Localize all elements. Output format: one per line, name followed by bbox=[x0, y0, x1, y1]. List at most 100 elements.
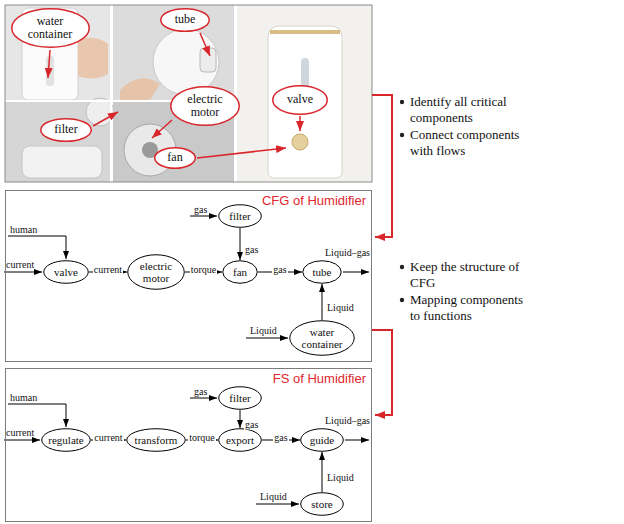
node-label: regulate bbox=[48, 434, 83, 446]
flow-label: Liquid bbox=[326, 472, 355, 483]
node-label: tube bbox=[313, 266, 332, 278]
node-label: guide bbox=[310, 434, 334, 446]
input-label-box: current bbox=[6, 259, 34, 270]
flow-label: gas bbox=[244, 244, 259, 255]
callout-label: valve bbox=[287, 93, 313, 106]
flow-arrow bbox=[240, 410, 241, 428]
callout-ellipse: tube bbox=[160, 8, 210, 32]
node-label: store bbox=[311, 498, 332, 510]
panel-title: CFG of Humidifier bbox=[6, 191, 371, 209]
input-label-box: human bbox=[10, 224, 37, 235]
input-label-box: human bbox=[10, 392, 37, 403]
node-label: transform bbox=[135, 434, 178, 446]
flow-label: gas bbox=[273, 432, 288, 443]
ellipse-border bbox=[41, 119, 92, 142]
component-ellipse: valve bbox=[43, 260, 89, 284]
bullet-text-box: Connect components with flows bbox=[410, 127, 531, 159]
function-ellipse: filter bbox=[218, 386, 262, 410]
node-label: filter bbox=[229, 392, 250, 404]
function-ellipse: guide bbox=[300, 428, 344, 452]
input-label: Liquid bbox=[260, 491, 287, 502]
callout-ellipse: valve bbox=[272, 85, 328, 115]
input-label: gas bbox=[194, 386, 207, 397]
bullet-text-box: Mapping components to functions bbox=[410, 292, 531, 324]
flow-label: Liquid bbox=[326, 302, 355, 313]
callout-label: electric motor bbox=[181, 93, 229, 119]
bullet-text-box: Keep the structure of CFG bbox=[410, 259, 531, 291]
callout-ellipse: water container bbox=[11, 8, 90, 48]
flow-label-box: gas bbox=[244, 239, 259, 257]
ellipse-border bbox=[303, 261, 342, 284]
ellipse-border bbox=[42, 429, 91, 452]
flow-label-box: torque bbox=[190, 259, 218, 277]
bullet-text: Identify all critical components bbox=[410, 94, 531, 126]
ellipse-border bbox=[219, 387, 262, 410]
ellipse-border bbox=[219, 429, 262, 452]
flow-label: gas bbox=[244, 419, 259, 430]
photo-panel-frame bbox=[5, 5, 372, 182]
flow-label: current bbox=[93, 264, 123, 275]
function-ellipse: export bbox=[218, 428, 262, 452]
flow-label-box: Liquid bbox=[326, 467, 355, 485]
flow-label-box: Liquid bbox=[326, 297, 355, 315]
input-label: current bbox=[6, 427, 34, 438]
output-label-box: Liquid–gas bbox=[318, 247, 370, 258]
flow-label-box: gas bbox=[273, 427, 288, 445]
ellipse-border bbox=[290, 321, 355, 356]
callout-leaders bbox=[48, 33, 300, 158]
ellipse-border bbox=[301, 429, 344, 452]
flow-label: torque bbox=[190, 264, 218, 275]
callout-ellipse: fan bbox=[154, 147, 196, 169]
bullet-dots bbox=[400, 100, 404, 302]
flow-arrow bbox=[240, 228, 241, 260]
flow-label-box: gas bbox=[272, 259, 287, 277]
flow-arrow bbox=[322, 452, 323, 492]
flow-label-box: current bbox=[93, 259, 123, 277]
input-label-box: current bbox=[6, 427, 34, 438]
input-label: gas bbox=[194, 204, 207, 215]
callout-label: tube bbox=[175, 13, 196, 26]
component-ellipse: water container bbox=[289, 320, 355, 356]
node-label: valve bbox=[54, 266, 78, 278]
graph-panel: CFG of Humidifierfilter valve electric mot… bbox=[5, 190, 372, 362]
graph-panel: FS of Humidifier filter regulate transform e… bbox=[5, 368, 372, 522]
flow-brackets bbox=[372, 95, 392, 415]
panel-title: FS of Humidifier bbox=[6, 369, 371, 387]
flow-label-box: torque bbox=[188, 427, 216, 445]
product-photos bbox=[5, 5, 372, 182]
input-label: human bbox=[10, 224, 37, 235]
input-label-box: Liquid bbox=[260, 491, 287, 502]
bullet-text: Keep the structure of CFG bbox=[410, 259, 531, 291]
callout-label: water container bbox=[21, 15, 79, 41]
component-ellipse: electric motor bbox=[127, 254, 185, 290]
node-label: electric motor bbox=[136, 260, 176, 284]
ellipse-border bbox=[44, 261, 89, 284]
ellipse-border bbox=[11, 9, 89, 48]
ellipse-border bbox=[273, 86, 328, 115]
flow-label-box: current bbox=[93, 427, 123, 445]
flow-label-box: gas bbox=[244, 414, 259, 432]
output-label: Liquid–gas bbox=[318, 247, 370, 258]
input-label: Liquid bbox=[250, 325, 277, 336]
node-label: water container bbox=[299, 326, 345, 350]
input-label-box: gas bbox=[194, 386, 207, 397]
component-ellipse: fan bbox=[222, 260, 258, 284]
ellipse-border bbox=[301, 493, 344, 516]
flow-label: gas bbox=[272, 264, 287, 275]
ellipse-border bbox=[128, 255, 185, 290]
bullet-text: Connect components with flows bbox=[410, 127, 531, 159]
output-label: Liquid–gas bbox=[318, 415, 370, 426]
open-flow-lines bbox=[4, 216, 369, 504]
bullet-text-box: Identify all critical components bbox=[410, 94, 531, 126]
ellipse-border bbox=[155, 148, 196, 169]
ellipse-border bbox=[223, 261, 258, 284]
callout-ellipse: filter bbox=[40, 118, 92, 142]
node-label: fan bbox=[233, 266, 247, 278]
ellipse-border bbox=[127, 429, 186, 452]
input-label-box: Liquid bbox=[250, 325, 277, 336]
flow-label: current bbox=[93, 432, 123, 443]
flow-label: torque bbox=[188, 432, 216, 443]
callout-label: filter bbox=[54, 123, 77, 136]
node-label: filter bbox=[229, 210, 250, 222]
output-label-box: Liquid–gas bbox=[318, 415, 370, 426]
